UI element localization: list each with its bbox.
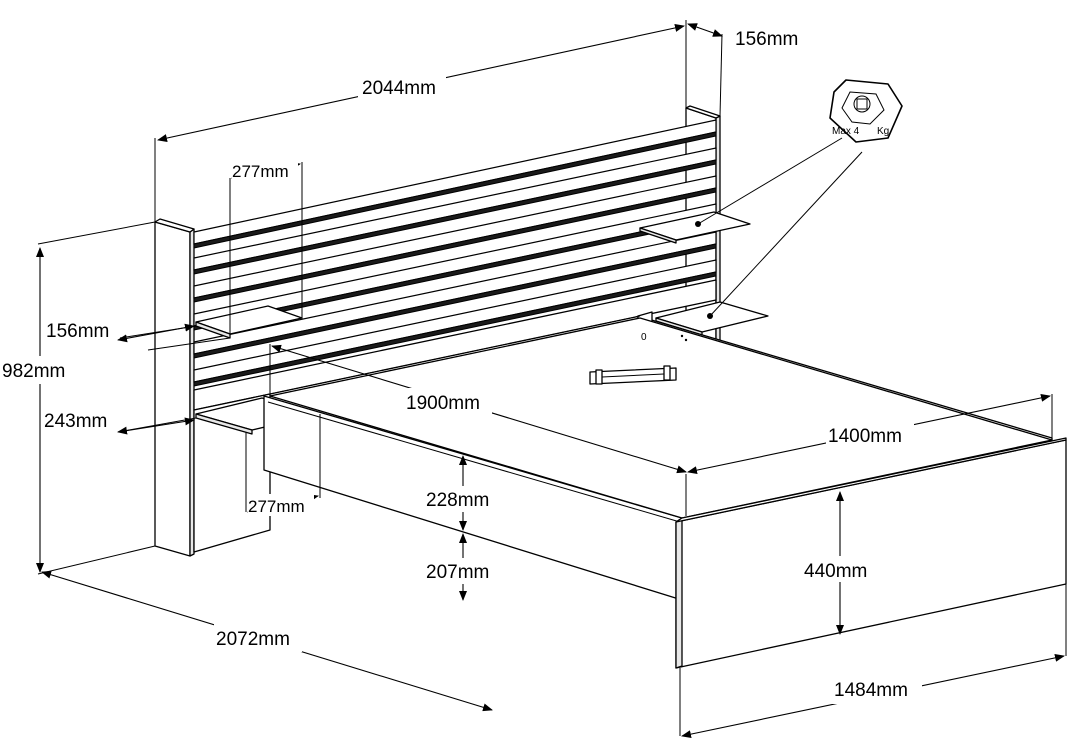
label-mattress-width: 1400mm bbox=[828, 426, 902, 447]
shelf-upper-right bbox=[639, 211, 751, 244]
headboard-planks bbox=[193, 119, 717, 387]
label-total-length: 2072mm bbox=[216, 629, 290, 650]
dimension-labels: 2044mm 156mm 277mm 156mm 982mm 243mm 190… bbox=[0, 29, 922, 704]
label-mattress-length: 1900mm bbox=[406, 393, 480, 414]
label-shelf-lower-height: 243mm bbox=[44, 411, 107, 432]
headboard bbox=[154, 105, 721, 557]
label-leg-clearance: 207mm bbox=[426, 562, 489, 583]
weight-limit-icon: Max 4 Kg bbox=[829, 79, 903, 143]
label-total-width: 1484mm bbox=[834, 680, 908, 701]
weight-unit-text: Kg bbox=[877, 126, 889, 137]
label-shelf-top-width: 277mm bbox=[232, 162, 289, 181]
svg-text:0: 0 bbox=[641, 332, 647, 343]
label-headboard-width: 2044mm bbox=[362, 78, 436, 99]
label-shelf-bottom-width: 277mm bbox=[248, 497, 305, 516]
label-frame-gap: 228mm bbox=[426, 490, 489, 511]
label-headboard-depth: 156mm bbox=[735, 29, 798, 50]
label-total-height: 982mm bbox=[2, 361, 65, 382]
label-footboard-height: 440mm bbox=[804, 561, 867, 582]
weight-max-text: Max 4 bbox=[832, 126, 860, 137]
label-shelf-depth: 156mm bbox=[46, 321, 109, 342]
